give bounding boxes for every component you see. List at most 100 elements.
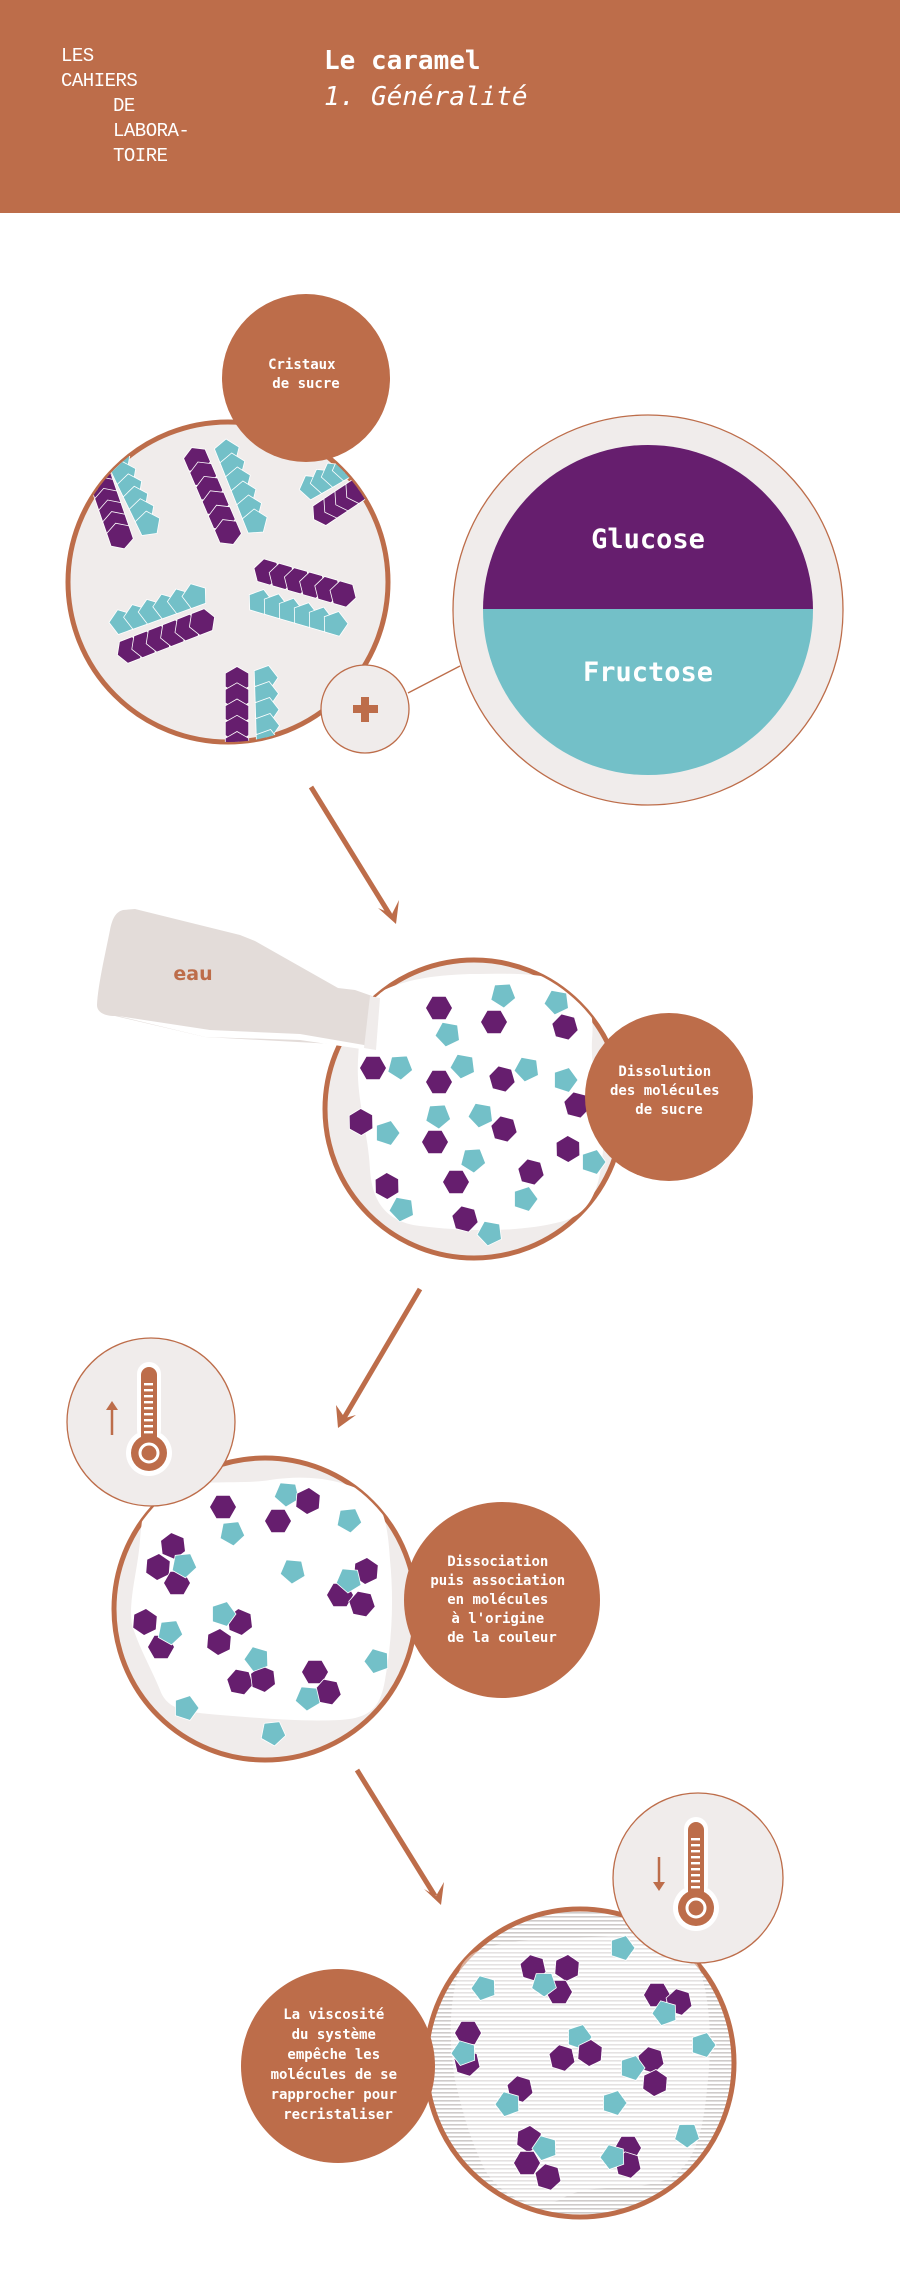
logo-line: LES	[61, 45, 94, 67]
coloration-label-bubble	[404, 1502, 600, 1698]
coloration-label-line: puis association	[430, 1573, 565, 1589]
thermometer-tick	[691, 1862, 700, 1865]
crystal-label-line: de sucre	[272, 376, 339, 392]
thermometer-tick	[691, 1838, 700, 1841]
fructose-molecule	[554, 1067, 579, 1093]
fructose-molecule	[599, 2144, 625, 2170]
glucose-molecule	[517, 1158, 545, 1186]
coloration-label-line: Dissociation	[447, 1554, 548, 1570]
thermometer-tick	[144, 1407, 153, 1410]
viscosity-label-line: La viscosité	[283, 2007, 384, 2023]
fructose-molecule	[460, 1148, 487, 1174]
fructose-molecule	[181, 583, 207, 609]
dissolution-label: Dissolution des molécules de sucre	[610, 1064, 728, 1118]
arrow-step-3-to-4	[354, 1768, 444, 1905]
arrow-step-1-to-2	[308, 785, 399, 924]
glucose-molecule	[555, 1135, 581, 1163]
glucose-molecule	[188, 608, 216, 636]
glucose-molecule	[480, 1009, 508, 1035]
fructose-molecule	[514, 1186, 539, 1212]
fructose-molecule	[376, 1120, 401, 1146]
thermometer-tick	[144, 1431, 153, 1434]
fructose-molecule	[279, 1559, 306, 1585]
glucose-molecule	[551, 1013, 579, 1041]
glucose-molecule	[132, 1608, 158, 1636]
arrow-up-icon	[106, 1401, 118, 1435]
thermometer-tick	[691, 1868, 700, 1871]
glucose-molecule	[348, 1108, 374, 1136]
step-1-crystals: Cristaux de sucre Glucose Fructose	[65, 294, 844, 806]
glucose-molecule	[250, 1665, 276, 1693]
sugar-crystal-chains	[86, 438, 371, 742]
fructose-molecule	[494, 2091, 520, 2117]
thermometer-tick	[144, 1419, 153, 1422]
thermometer-tick	[691, 1886, 700, 1889]
viscosity-label-line: empêche les	[287, 2047, 380, 2063]
glucose-molecule	[206, 1628, 232, 1656]
crystal-label-bubble	[222, 294, 390, 462]
logo-line: LABORA-	[113, 120, 190, 142]
thermometer-tick	[144, 1389, 153, 1392]
glucose-label: Glucose	[591, 524, 705, 555]
fructose-molecule	[692, 2032, 717, 2058]
fructose-molecule	[219, 1521, 246, 1547]
glucose-molecule	[348, 1590, 376, 1618]
fructose-molecule	[387, 1055, 414, 1081]
glucose-molecule	[359, 1055, 387, 1081]
bottle-label: eau	[173, 963, 212, 985]
crystal-label: Cristaux de sucre	[268, 357, 344, 392]
fructose-molecule	[490, 983, 517, 1009]
logo-line: TOIRE	[113, 145, 168, 167]
fructose-molecule	[171, 1553, 198, 1579]
dissolution-label-line: des molécules	[610, 1083, 720, 1099]
frozen-molecules	[450, 1935, 717, 2191]
associated-molecules	[132, 1482, 389, 1747]
fructose-molecule	[450, 2040, 476, 2066]
glucose-molecule	[295, 1487, 321, 1515]
thermometer-down-icon	[673, 1817, 719, 1931]
connector-line	[407, 665, 461, 694]
glucose-molecule	[106, 522, 134, 550]
thermometer-tick	[144, 1425, 153, 1428]
viscous-blob	[450, 1934, 710, 2204]
coloration-label: Dissociation puis association en molécul…	[430, 1554, 573, 1646]
fructose-molecule	[449, 1053, 475, 1080]
fructose-molecule	[531, 2135, 557, 2161]
fructose-molecule	[323, 611, 349, 637]
fructose-molecule	[335, 1568, 362, 1594]
fructose-molecule	[175, 1695, 200, 1721]
fructose-molecule	[273, 1482, 300, 1508]
fructose-molecule	[260, 1721, 287, 1747]
thermometer-up-icon	[126, 1362, 172, 1476]
arrow-step-2-to-3	[336, 1287, 423, 1428]
glucose-molecule	[442, 1169, 470, 1195]
viscosity-label-bubble	[241, 1969, 435, 2163]
glucose-molecule	[490, 1115, 518, 1143]
fructose-molecule	[543, 989, 569, 1016]
fructose-molecule	[294, 1686, 321, 1712]
viscosity-label-line: molécules de se	[271, 2067, 397, 2083]
dissolution-label-bubble	[585, 1013, 753, 1181]
thermometer-tick	[691, 1856, 700, 1859]
glucose-molecule	[425, 995, 453, 1021]
glucose-molecule	[329, 580, 357, 608]
glucose-molecule	[264, 1508, 292, 1534]
glucose-molecule	[451, 1205, 479, 1233]
fructose-molecule	[425, 1104, 452, 1130]
thermometer-tick	[144, 1395, 153, 1398]
thermometer-tick	[144, 1383, 153, 1386]
thermometer-tick	[691, 1850, 700, 1853]
water-bottle: eau	[97, 909, 380, 1050]
logo-line: CAHIERS	[61, 70, 138, 92]
water-blob	[357, 973, 604, 1231]
glucose-molecule	[209, 1494, 237, 1520]
glucose-molecule	[548, 2044, 576, 2072]
viscosity-label-line: du système	[292, 2027, 376, 2043]
fructose-molecule	[513, 1056, 539, 1083]
fructose-molecule	[157, 1620, 184, 1646]
arrow-down-icon	[653, 1857, 665, 1891]
thermometer-tick	[144, 1413, 153, 1416]
fructose-molecule	[467, 1102, 493, 1129]
fructose-molecule	[363, 1648, 389, 1674]
step-3-heating: Dissociation puis association en molécul…	[66, 1337, 600, 1763]
